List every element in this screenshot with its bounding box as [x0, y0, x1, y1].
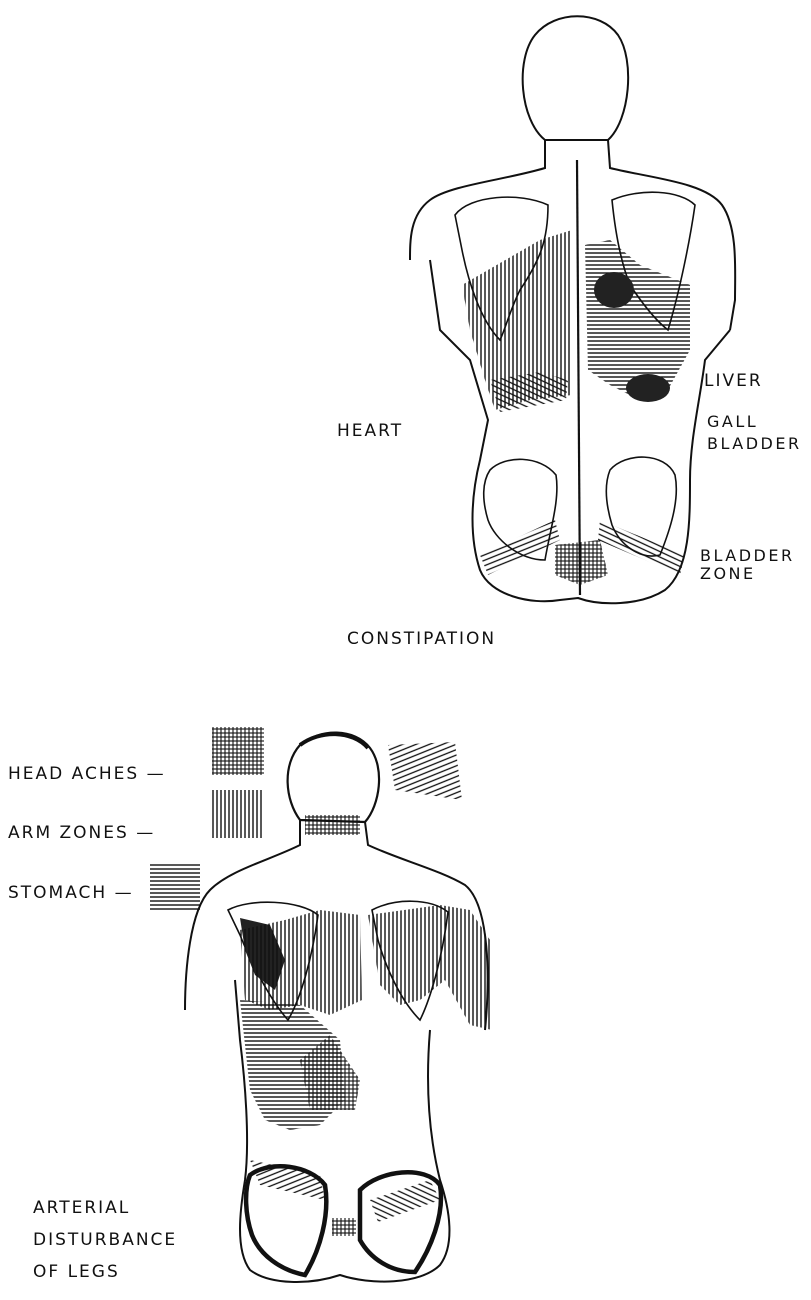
arterial-label-line2: DISTURBANCE [33, 1229, 177, 1251]
liver-dense-spot [594, 272, 634, 308]
arm-zones-label: ARM ZONES — [8, 822, 155, 844]
top-spine-line [577, 160, 580, 595]
liver-label: LIVER [704, 370, 763, 392]
diagonal-swatch [388, 742, 462, 800]
bladder-zone-label-line2: ZONE [700, 563, 756, 585]
bottom-hatch-zones [240, 815, 492, 1236]
arterial-label-line3: OF LEGS [33, 1261, 120, 1283]
constipation-zone-hatch [555, 540, 608, 585]
neck-zone-hatch [305, 815, 360, 835]
sacral-spot-hatch [332, 1218, 356, 1236]
top-head-outline [523, 16, 629, 140]
stomach-swatch [150, 862, 200, 912]
stomach-label: STOMACH — [8, 882, 134, 904]
gall-bladder-label-line1: GALL [707, 411, 758, 433]
top-hatch-zones [462, 230, 690, 585]
arterial-label-line1: ARTERIAL [33, 1197, 130, 1219]
gall-bladder-label-line2: BLADDER [707, 433, 802, 455]
hip-right-band [370, 1180, 440, 1222]
arm-zone-right-hatch [368, 905, 492, 1030]
bottom-head-shadow [300, 734, 368, 748]
gall-bladder-spot [626, 374, 670, 402]
bladder-right-band [598, 520, 685, 575]
constipation-label: CONSTIPATION [347, 628, 496, 650]
head-aches-swatch [212, 727, 264, 775]
heart-label: HEART [337, 420, 403, 442]
head-aches-label: HEAD ACHES — [8, 763, 166, 785]
arm-zones-swatch [212, 790, 264, 838]
top-torso-outline [410, 140, 735, 603]
